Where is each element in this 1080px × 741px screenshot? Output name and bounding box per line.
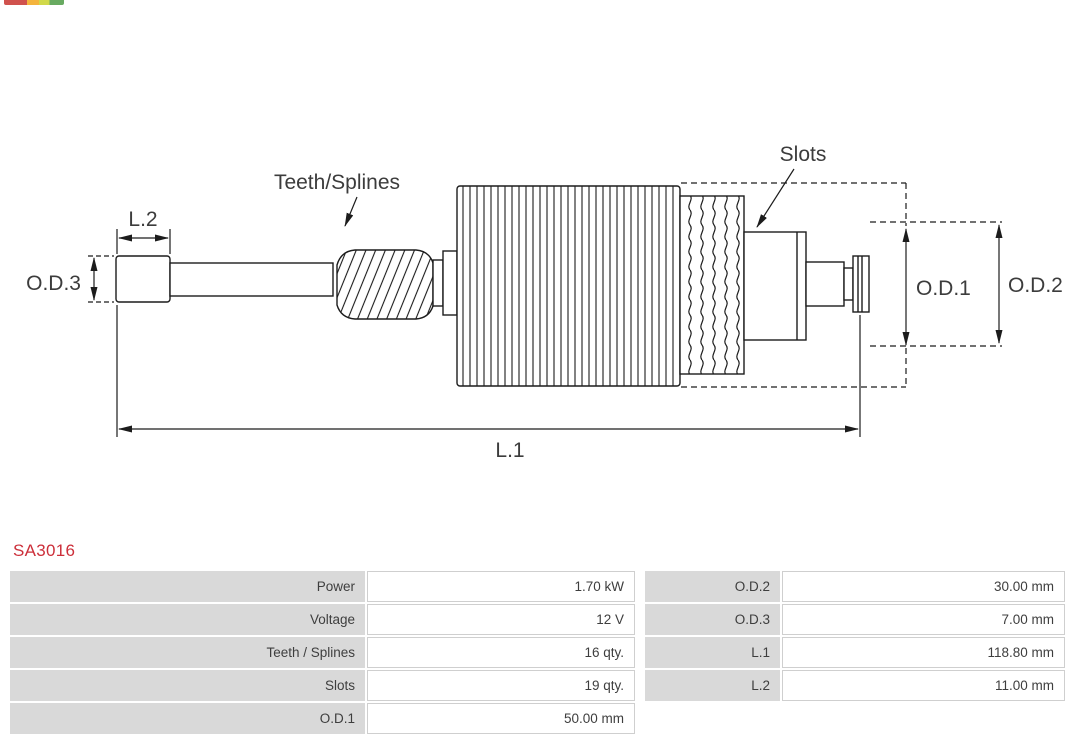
collar-small: [432, 259, 444, 307]
spec-value-od3: 7.00 mm: [782, 604, 1065, 635]
spec-value-slots: 19 qty.: [367, 670, 635, 701]
od3-label: O.D.3: [26, 272, 81, 295]
shaft-neck: [843, 267, 854, 301]
spec-value-od1: 50.00 mm: [367, 703, 635, 734]
spec-label-l2: L.2: [645, 670, 780, 701]
spec-label-voltage: Voltage: [10, 604, 365, 635]
spec-label-od3: O.D.3: [645, 604, 780, 635]
commutator-cylinder: [743, 231, 807, 341]
armature-body: [115, 185, 870, 387]
spec-value-teeth-splines: 16 qty.: [367, 637, 635, 668]
spec-value-od2: 30.00 mm: [782, 571, 1065, 602]
shaft-end-left: [115, 255, 171, 303]
slots-leader-arrow: [756, 168, 795, 228]
spec-tables: Power 1.70 kW Voltage 12 V Teeth / Splin…: [10, 571, 1065, 734]
od2-label: O.D.2: [1008, 274, 1063, 297]
l1-label: L.1: [495, 439, 524, 462]
shaft-tip: [852, 255, 870, 313]
l2-label: L.2: [128, 208, 157, 231]
slots-label: Slots: [780, 143, 827, 166]
teeth-splines-leader-arrow: [344, 196, 358, 227]
spec-value-power: 1.70 kW: [367, 571, 635, 602]
shaft-left: [169, 262, 334, 297]
collar-large: [442, 250, 458, 316]
spec-label-od2: O.D.2: [645, 571, 780, 602]
spec-label-power: Power: [10, 571, 365, 602]
slots-section: [679, 195, 745, 375]
spec-value-voltage: 12 V: [367, 604, 635, 635]
teeth-splines-label: Teeth/Splines: [274, 171, 400, 194]
spec-label-od1: O.D.1: [10, 703, 365, 734]
spec-label-slots: Slots: [10, 670, 365, 701]
dimension-lines: [88, 168, 1003, 437]
part-number: SA3016: [13, 541, 76, 560]
dimension-labels: Teeth/Splines Slots L.2 O.D.3 O.D.1 O.D.…: [26, 143, 1063, 462]
spec-table-secondary: O.D.2 30.00 mm O.D.3 7.00 mm L.1 118.80 …: [645, 571, 1065, 701]
spec-value-l2: 11.00 mm: [782, 670, 1065, 701]
shaft-right: [805, 261, 845, 307]
spec-table-primary: Power 1.70 kW Voltage 12 V Teeth / Splin…: [10, 571, 635, 734]
teeth-splines-section: [336, 249, 434, 320]
od1-label: O.D.1: [916, 277, 971, 300]
armature-technical-drawing: Teeth/Splines Slots L.2 O.D.3 O.D.1 O.D.…: [26, 143, 1063, 462]
armature-core: [456, 185, 681, 387]
as-pl-logo-partial: [4, 0, 64, 5]
spec-label-teeth-splines: Teeth / Splines: [10, 637, 365, 668]
spec-label-l1: L.1: [645, 637, 780, 668]
spec-value-l1: 118.80 mm: [782, 637, 1065, 668]
